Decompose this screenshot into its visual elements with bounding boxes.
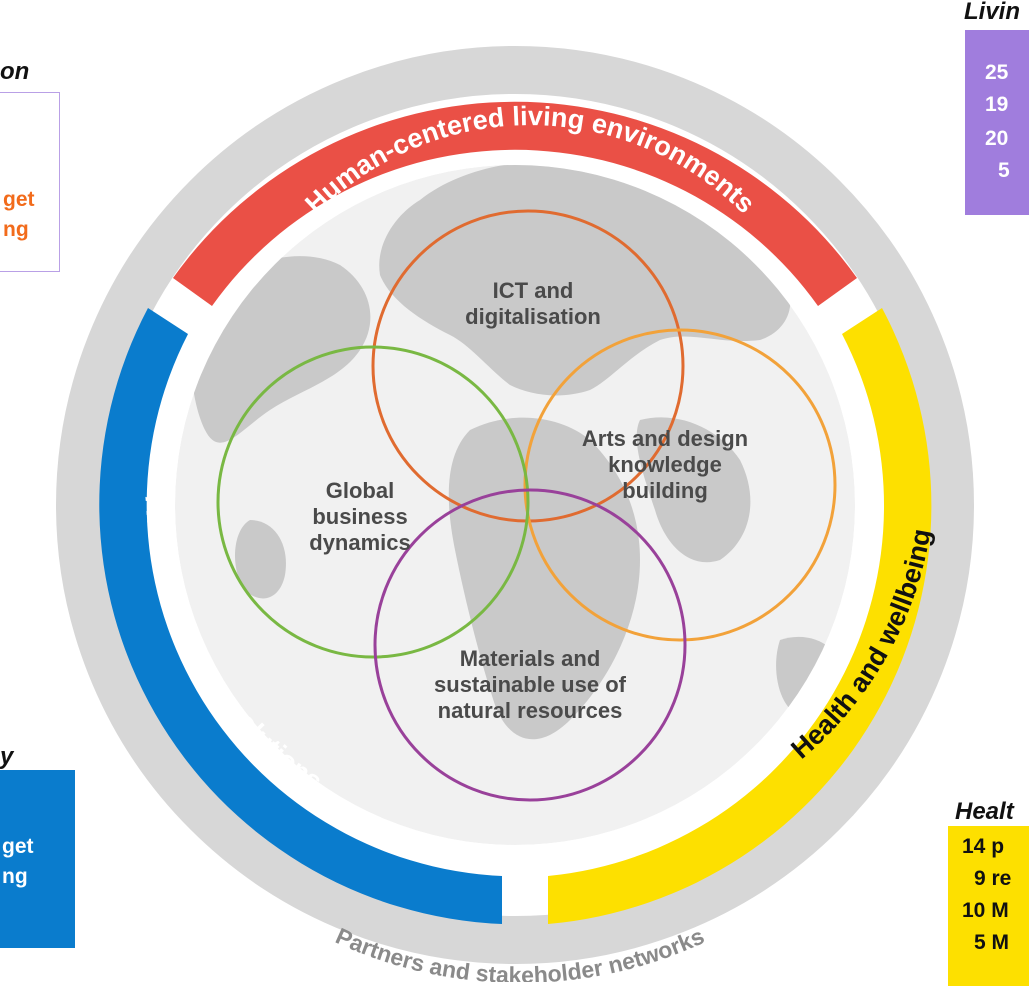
bottom-left-panel: get ng bbox=[0, 770, 75, 948]
top-right-panel-line-3: 20 bbox=[985, 127, 1009, 150]
global-business-circle bbox=[216, 345, 530, 659]
bottom-left-panel-line-1: get bbox=[2, 835, 34, 858]
top-right-panel-line-1: 25 bbox=[985, 61, 1009, 84]
bottom-right-panel-line-1: 14 p bbox=[962, 835, 1005, 858]
top-left-panel: get ng bbox=[0, 92, 60, 272]
materials-label-line-1: Materials and bbox=[460, 646, 601, 671]
top-right-panel: 25 19 20 5 bbox=[965, 30, 1029, 215]
bottom-right-panel: 14 p 9 re 10 M 5 M bbox=[948, 826, 1029, 986]
health-wellbeing-band bbox=[548, 308, 932, 924]
partners-ring bbox=[56, 46, 974, 964]
top-left-panel-line-2: ng bbox=[3, 218, 29, 241]
arts-label-line-2: knowledge bbox=[608, 452, 722, 477]
top-left-panel-line-1: get bbox=[3, 188, 35, 211]
global-label-line-1: Global bbox=[326, 478, 394, 503]
materials-circle bbox=[373, 488, 687, 802]
arts-design-circle bbox=[523, 328, 837, 642]
bottom-right-panel-line-3: 10 M bbox=[962, 899, 1009, 922]
ict-label-line-1: ICT and bbox=[493, 278, 574, 303]
bottom-right-panel-line-4: 5 M bbox=[974, 931, 1010, 954]
top-right-panel-title: Livin bbox=[964, 0, 1021, 25]
global-label-line-3: dynamics bbox=[309, 530, 411, 555]
materials-label-line-2: sustainable use of bbox=[434, 672, 627, 697]
top-right-panel-line-4: 5 bbox=[998, 159, 1010, 182]
arts-label-line-3: building bbox=[622, 478, 708, 503]
arts-label-line-1: Arts and design bbox=[582, 426, 748, 451]
materials-label-line-3: natural resources bbox=[438, 698, 623, 723]
top-right-panel-line-2: 19 bbox=[985, 93, 1009, 116]
ict-label-line-2: digitalisation bbox=[465, 304, 601, 329]
bottom-right-panel-line-2: 9 re bbox=[974, 867, 1012, 890]
human-centered-band bbox=[173, 101, 857, 306]
advanced-energy-band bbox=[99, 308, 502, 924]
bottom-right-panel-title: Healt bbox=[955, 798, 1014, 825]
top-left-panel-title: on bbox=[0, 58, 30, 85]
world-map bbox=[175, 165, 855, 845]
global-label-line-2: business bbox=[312, 504, 407, 529]
bottom-left-panel-title: y bbox=[0, 743, 14, 770]
bottom-left-panel-line-2: ng bbox=[2, 865, 28, 888]
